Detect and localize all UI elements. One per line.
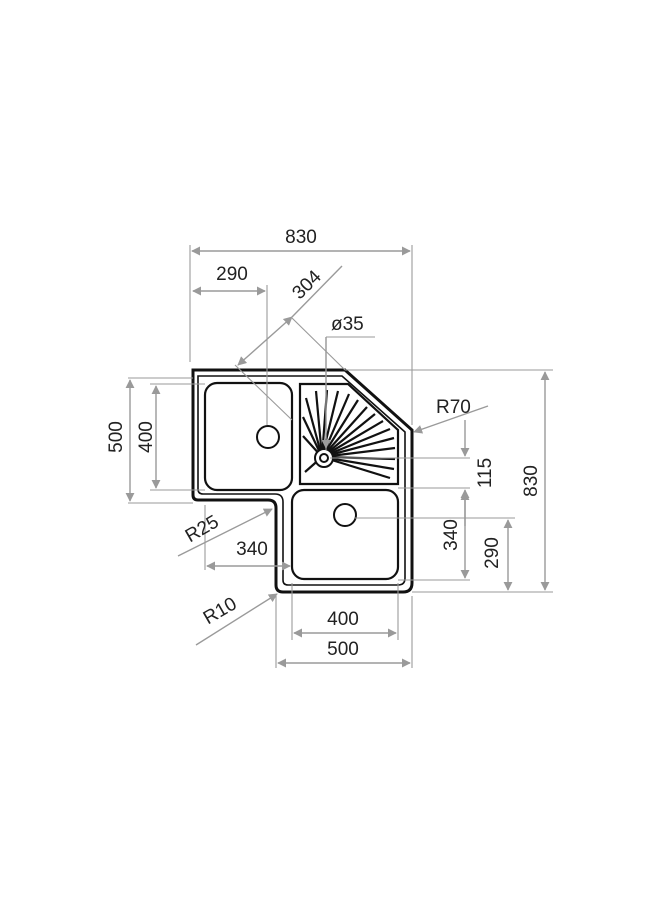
label-lower-bowl-drain-offset: 290 [482,537,503,569]
lower-bowl-drain [333,503,357,527]
left-bowl-drain [256,425,280,449]
left-bowl [203,381,294,492]
label-lower-offset: 340 [236,539,268,560]
label-drain-diameter: ø35 [331,314,364,335]
label-left-outer-height: 500 [106,421,127,453]
drainboard-drain-inner [319,453,329,463]
label-radius-large: R70 [436,397,471,418]
leader-304 [291,265,343,318]
label-overall-height: 830 [521,465,542,497]
leader-r10 [195,593,278,646]
leader-r25 [177,508,273,557]
label-overall-width: 830 [285,227,317,248]
leader-r70 [413,405,489,434]
label-bowl-offset: 290 [216,264,248,285]
label-diagonal: 304 [288,266,326,304]
dimension-lines [125,246,550,668]
label-radius-inner: R25 [182,511,223,547]
dimension-labels: 830 290 304 ø35 R70 830 115 340 290 500 … [106,227,542,660]
label-drainboard-height: 115 [475,458,496,488]
label-lower-outer-width: 500 [327,639,359,660]
extension-lines [128,245,553,668]
dim-line-304-diagonal [237,316,293,366]
label-radius-small: R10 [200,593,241,629]
label-left-inner-height: 400 [136,421,157,453]
label-lower-inner-width: 400 [327,609,359,630]
label-lower-bowl-height: 340 [441,519,462,551]
lower-bowl [290,488,400,581]
sink-body [191,368,414,594]
